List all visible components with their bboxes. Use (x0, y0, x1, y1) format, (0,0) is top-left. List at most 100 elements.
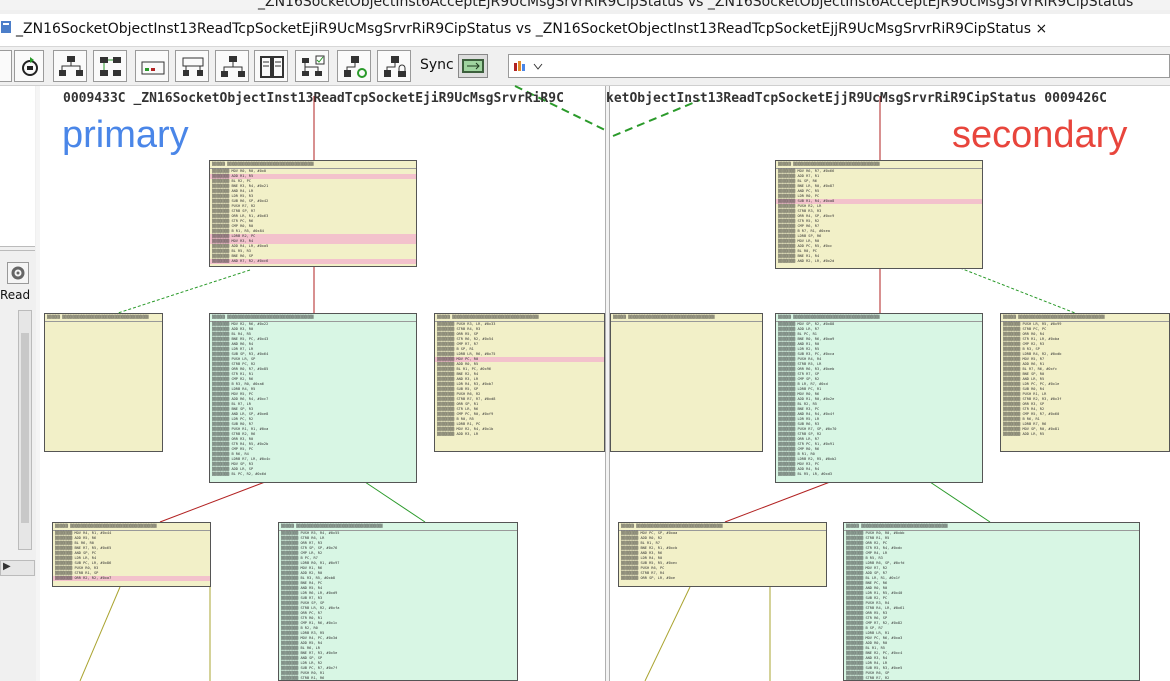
background-tab-title: _ZN16SocketObjectInst6AcceptEjR9UcMsgSrv… (258, 0, 1134, 10)
basic-block-line: ▒▒▒▒▒▒▒▒ BNE R1, R4 (778, 254, 820, 258)
graph-properties-button[interactable] (295, 50, 329, 82)
basic-block-line: ▒▒▒▒▒▒▒▒ BL PC, R2, #0x6d (212, 472, 267, 476)
basic-block[interactable]: ▒▒▒▒▒▒ ▒▒▒▒▒▒▒▒▒▒▒▒▒▒▒▒▒▒▒▒▒▒▒▒▒▒▒▒▒▒▒▒▒… (775, 313, 983, 483)
compact-layout-button[interactable] (93, 50, 127, 82)
basic-block-line: ▒▒▒▒▒▒▒▒ STRB R1, R6 (281, 676, 325, 680)
secondary-address-bar: ketObjectInst13ReadTcpSocketEjjR9UcMsgSr… (606, 91, 1107, 106)
basic-block-line: ▒▒▒▒▒▒▒▒ MOV R5, R7 (1003, 357, 1045, 361)
basic-block[interactable]: ▒▒▒▒▒▒ ▒▒▒▒▒▒▒▒▒▒▒▒▒▒▒▒▒▒▒▒▒▒▒▒▒▒▒▒▒▒▒▒▒… (843, 522, 1140, 681)
basic-block-line: ▒▒▒▒▒▒▒▒ MOV R4, PC, #0x3d (281, 636, 338, 640)
basic-block-line: ▒▒▒▒▒▒▒▒ ADD R5, R4 (281, 641, 323, 645)
basic-block[interactable]: ▒▒▒▒▒▒ ▒▒▒▒▒▒▒▒▒▒▒▒▒▒▒▒▒▒▒▒▒▒▒▒▒▒▒▒▒▒▒▒▒… (775, 160, 983, 269)
basic-block-line: ▒▒▒▒▒▒▒▒ STR PC, R6 (212, 219, 254, 223)
pane-splitter[interactable] (605, 86, 610, 681)
hierarchy-layout-button[interactable] (215, 50, 249, 82)
basic-block-line: ▒▒▒▒▒▒▒▒ BNE R5, PC, #0x43 (212, 337, 269, 341)
basic-block-line: ▒▒▒▒▒▒▒▒ AND R1, R0 (778, 342, 820, 346)
side-panel-divider (0, 250, 35, 251)
graph-properties-icon (302, 55, 325, 76)
background-tab-strip: _ZN16SocketObjectInst6AcceptEjR9UcMsgSrv… (0, 0, 1170, 10)
basic-block-line: ▒▒▒▒▒▒▒▒ CMP R0, R0 (212, 224, 254, 228)
toolbar-button-partial[interactable] (0, 50, 12, 82)
side-panel-horizontal-scrollbar[interactable]: ▶ (0, 560, 35, 576)
basic-block-line: ▒▒▒▒▒▒▒▒ ADD R3, LR (437, 432, 479, 436)
basic-block-line: ▒▒▒▒▒▒▒▒ BNE SP, R0 (1003, 372, 1045, 376)
basic-block-line: ▒▒▒▒▒▒▒▒ B R1, R5, #0x84 (212, 229, 264, 233)
reset-icon (22, 57, 38, 76)
basic-block-line: ▒▒▒▒▒▒▒▒ SUB R2, PC (846, 596, 888, 600)
basic-block-line: ▒▒▒▒▒▒▒▒ MOV PC, SP, #0xaa (621, 531, 678, 535)
function-selector[interactable] (508, 54, 1170, 78)
scrollbar-thumb[interactable] (21, 333, 29, 523)
basic-block-line: ▒▒▒▒▒▒▒▒ BL R0, PC (778, 249, 817, 253)
basic-block-line: ▒▒▒▒▒▒▒▒ SUB R0, R4 (1003, 387, 1045, 391)
basic-block-line: ▒▒▒▒▒▒▒▒ BNE PC, R6 (846, 581, 888, 585)
basic-block[interactable]: ▒▒▒▒▒▒ ▒▒▒▒▒▒▒▒▒▒▒▒▒▒▒▒▒▒▒▒▒▒▒▒▒▒▒▒▒▒▒▒▒… (209, 313, 417, 483)
side-panel-vertical-scrollbar[interactable] (18, 310, 32, 550)
basic-block[interactable]: ▒▒▒▒▒▒ ▒▒▒▒▒▒▒▒▒▒▒▒▒▒▒▒▒▒▒▒▒▒▒▒▒▒▒▒▒▒▒▒▒… (1000, 313, 1170, 452)
settings-button[interactable] (7, 262, 29, 284)
basic-block-line: ▒▒▒▒▒▒▒▒ ADD R2, R0 (281, 571, 323, 575)
basic-block-line: ▒▒▒▒▒▒▒▒ MOV R0, R0, #0x0 (212, 169, 267, 173)
basic-block-line: ▒▒▒▒▒▒▒▒ STRB R1, R5 (846, 536, 890, 540)
basic-block-line: ▒▒▒▒▒▒▒▒ PUSH R6, PC (621, 566, 665, 570)
basic-block-line: ▒▒▒▒▒▒▒▒ AND R7, R2, #0xc6 (210, 259, 416, 264)
basic-block-line: ▒▒▒▒▒▒▒▒ PUSH R7, SP, #0x70 (778, 427, 837, 431)
basic-block-line: ▒▒▒▒▒▒▒▒ STR R6, SP (846, 616, 888, 620)
basic-block-header: ▒▒▒▒▒▒ ▒▒▒▒▒▒▒▒▒▒▒▒▒▒▒▒▒▒▒▒▒▒▒▒▒▒▒▒▒▒▒▒▒… (1001, 314, 1169, 322)
basic-block-line: ▒▒▒▒▒▒▒▒ LDRB R0, R1, #0x97 (281, 561, 340, 565)
reset-button[interactable] (14, 50, 44, 82)
tree-layout-button[interactable] (175, 50, 209, 82)
basic-block-line: ▒▒▒▒▒▒▒▒ B R3, SP (1003, 347, 1040, 351)
basic-block-line: ▒▒▒▒▒▒▒▒ BNE R3, PC (778, 407, 820, 411)
sync-button[interactable] (458, 54, 488, 78)
basic-block-line: ▒▒▒▒▒▒▒▒ MOV LR, R0 (778, 239, 820, 243)
basic-block[interactable]: ▒▒▒▒▒▒ ▒▒▒▒▒▒▒▒▒▒▒▒▒▒▒▒▒▒▒▒▒▒▒▒▒▒▒▒▒▒▒▒▒… (209, 160, 417, 267)
side-panel-list (0, 86, 35, 247)
basic-block-line: ▒▒▒▒▒▒▒▒ ADD R6, R1 (1003, 362, 1045, 366)
basic-block-line: ▒▒▒▒▒▒▒▒ STR R3, R4, #0xdc (846, 546, 903, 550)
flat-layout-button[interactable] (135, 50, 169, 82)
basic-block-line: ▒▒▒▒▒▒▒▒ AND LR, R5 (1003, 377, 1045, 381)
basic-block[interactable]: ▒▒▒▒▒▒ ▒▒▒▒▒▒▒▒▒▒▒▒▒▒▒▒▒▒▒▒▒▒▒▒▒▒▒▒▒▒▒▒▒… (434, 313, 605, 452)
scroll-right-icon[interactable]: ▶ (3, 561, 11, 572)
dual-view-button[interactable] (254, 50, 288, 82)
basic-block-line: ▒▒▒▒▒▒▒▒ ADD PC, R5, #0xc (778, 244, 833, 248)
basic-block-line: ▒▒▒▒▒▒▒▒ BL R5, R3 (212, 249, 251, 253)
basic-block-line: ▒▒▒▒▒▒▒▒ ORR PC, R7 (281, 611, 323, 615)
basic-block-line: ▒▒▒▒▒▒▒▒ LDRB R1, PC (437, 422, 481, 426)
primary-label: primary (62, 114, 189, 156)
basic-block[interactable]: ▒▒▒▒▒▒ ▒▒▒▒▒▒▒▒▒▒▒▒▒▒▒▒▒▒▒▒▒▒▒▒▒▒▒▒▒▒▒▒▒… (610, 313, 763, 452)
node-sync-icon (344, 56, 367, 78)
basic-block[interactable]: ▒▒▒▒▒▒ ▒▒▒▒▒▒▒▒▒▒▒▒▒▒▒▒▒▒▒▒▒▒▒▒▒▒▒▒▒▒▒▒▒… (44, 313, 163, 452)
basic-block-line: ▒▒▒▒▒▒▒▒ LDRB SP, R6 (778, 234, 822, 238)
basic-block-line: ▒▒▒▒▒▒▒▒ CMP R5, R7, #0x60 (1003, 412, 1060, 416)
basic-block-line: ▒▒▒▒▒▒▒▒ B R6, R1 (1003, 417, 1040, 421)
basic-block-line: ▒▒▒▒▒▒▒▒ BL R1, R7 (621, 541, 660, 545)
basic-block-line: ▒▒▒▒▒▒▒▒ ORR R2, R2, #0xa7 (53, 576, 210, 581)
node-sync-button[interactable] (337, 50, 371, 82)
basic-block-line: ▒▒▒▒▒▒▒▒ ORR R0, R4 (1003, 332, 1045, 336)
basic-block[interactable]: ▒▒▒▒▒▒ ▒▒▒▒▒▒▒▒▒▒▒▒▒▒▒▒▒▒▒▒▒▒▒▒▒▒▒▒▒▒▒▒▒… (52, 522, 211, 587)
basic-block-line: ▒▒▒▒▒▒▒▒ CMP R1, R6, #0x1c (281, 621, 338, 625)
basic-block-line: ▒▒▒▒▒▒▒▒ MOV PC, R6, #0xa3 (846, 636, 903, 640)
basic-block-line: ▒▒▒▒▒▒▒▒ B R2, R0 (281, 626, 318, 630)
basic-block-line: ▒▒▒▒▒▒▒▒ BNE R2, R4 (437, 372, 479, 376)
basic-block-line: ▒▒▒▒▒▒▒▒ STRB R7, R2 (846, 676, 890, 680)
diff-tab[interactable]: _ZN16SocketObjectInst13ReadTcpSocketEjiR… (0, 14, 1170, 47)
basic-block-line: ▒▒▒▒▒▒▒▒ LDR R2, R5 (778, 347, 820, 351)
basic-block-line: ▒▒▒▒▒▒▒▒ BNE R2, PC, #0xc4 (846, 651, 903, 655)
basic-block-line: ▒▒▒▒▒▒▒▒ STRB R7, R4 (621, 571, 665, 575)
basic-block[interactable]: ▒▒▒▒▒▒ ▒▒▒▒▒▒▒▒▒▒▒▒▒▒▒▒▒▒▒▒▒▒▒▒▒▒▒▒▒▒▒▒▒… (618, 522, 827, 587)
basic-block-line: ▒▒▒▒▒▒▒▒ ORR R5, SP (437, 332, 479, 336)
basic-block-line: ▒▒▒▒▒▒▒▒ BL R6, R0 (55, 541, 94, 545)
basic-block-line: ▒▒▒▒▒▒▒▒ PUSH R3, R4 (846, 601, 890, 605)
basic-block-line: ▒▒▒▒▒▒▒▒ STR R7, SP (778, 372, 820, 376)
basic-block-header: ▒▒▒▒▒▒ ▒▒▒▒▒▒▒▒▒▒▒▒▒▒▒▒▒▒▒▒▒▒▒▒▒▒▒▒▒▒▒▒▒… (611, 314, 762, 322)
basic-block-line: ▒▒▒▒▒▒▒▒ STR R4, R5, #0x2b (212, 442, 269, 446)
basic-block-line: ▒▒▒▒▒▒▒▒ CMP R6, R7 (778, 224, 820, 228)
node-lock-button[interactable] (377, 50, 411, 82)
layout-button[interactable] (53, 50, 87, 82)
basic-block-line: ▒▒▒▒▒▒▒▒ ADD R0, R5 (437, 362, 479, 366)
basic-block[interactable]: ▒▒▒▒▒▒ ▒▒▒▒▒▒▒▒▒▒▒▒▒▒▒▒▒▒▒▒▒▒▒▒▒▒▒▒▒▒▒▒▒… (278, 522, 518, 681)
